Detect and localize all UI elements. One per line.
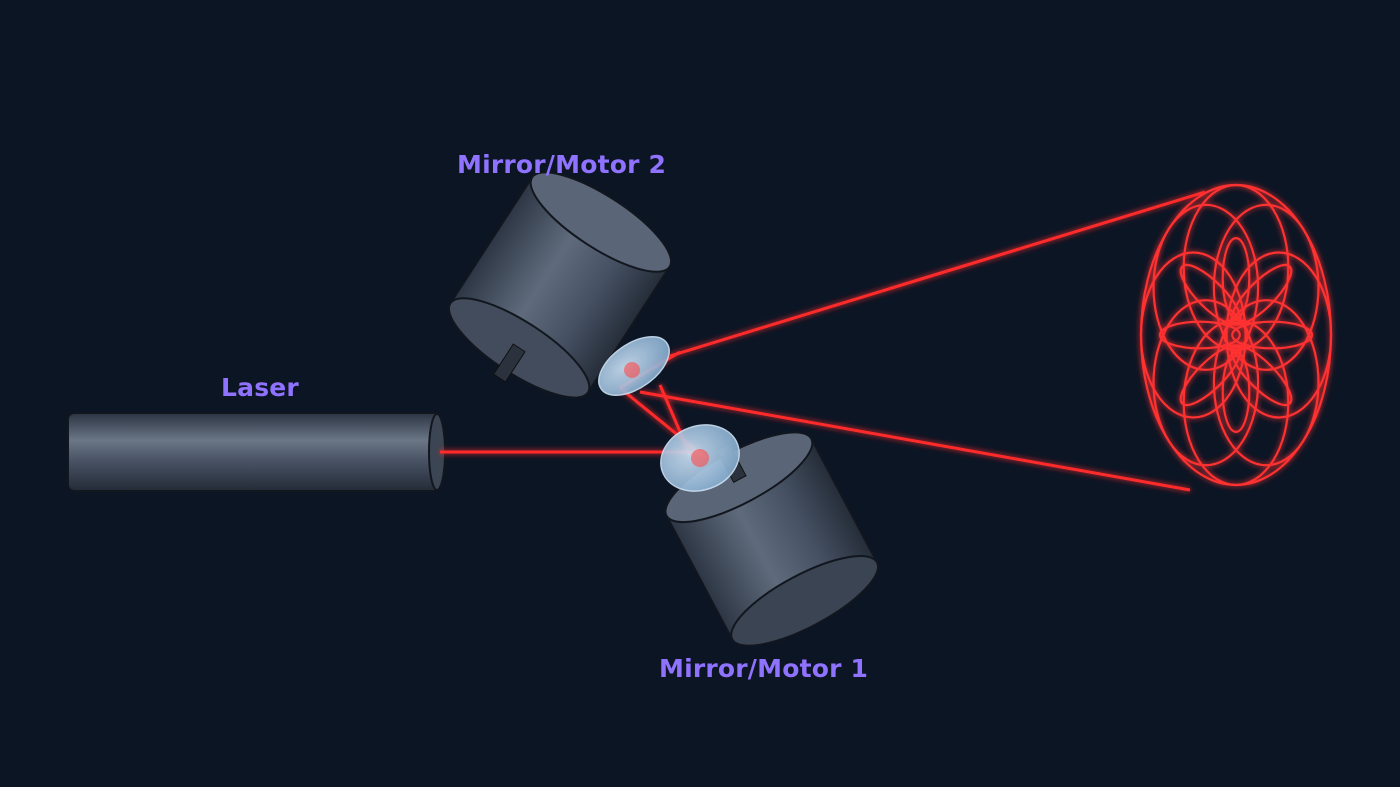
rosette-outline — [1139, 183, 1333, 487]
rosette-loop — [1182, 318, 1290, 487]
mirror-1 — [660, 424, 740, 492]
rosette-loop — [1225, 251, 1333, 419]
rosette-loop — [1212, 299, 1320, 467]
laser-body — [67, 412, 446, 492]
rosette-petal — [1221, 237, 1251, 320]
rosette-petal — [1158, 320, 1241, 350]
mirror-motor-2-label: Mirror/Motor 2 — [457, 150, 667, 179]
rosette-loop — [1182, 183, 1290, 352]
projected-rosette-pattern — [1139, 183, 1333, 487]
rosette-loop — [1152, 299, 1260, 467]
mirror-motor-1-label: Mirror/Motor 1 — [659, 654, 869, 683]
motor-2 — [447, 171, 673, 399]
rosette-loop — [1212, 203, 1320, 371]
laser-label: Laser — [221, 373, 299, 402]
rosette-petal — [1221, 350, 1251, 433]
motor-1 — [664, 431, 880, 647]
rosette-petal — [1231, 320, 1314, 350]
rosette-center — [1222, 321, 1250, 349]
rosette-loop — [1139, 251, 1247, 419]
mirror-2 — [598, 336, 670, 396]
rosette-loop — [1152, 203, 1260, 371]
laser-beams — [440, 190, 1206, 492]
